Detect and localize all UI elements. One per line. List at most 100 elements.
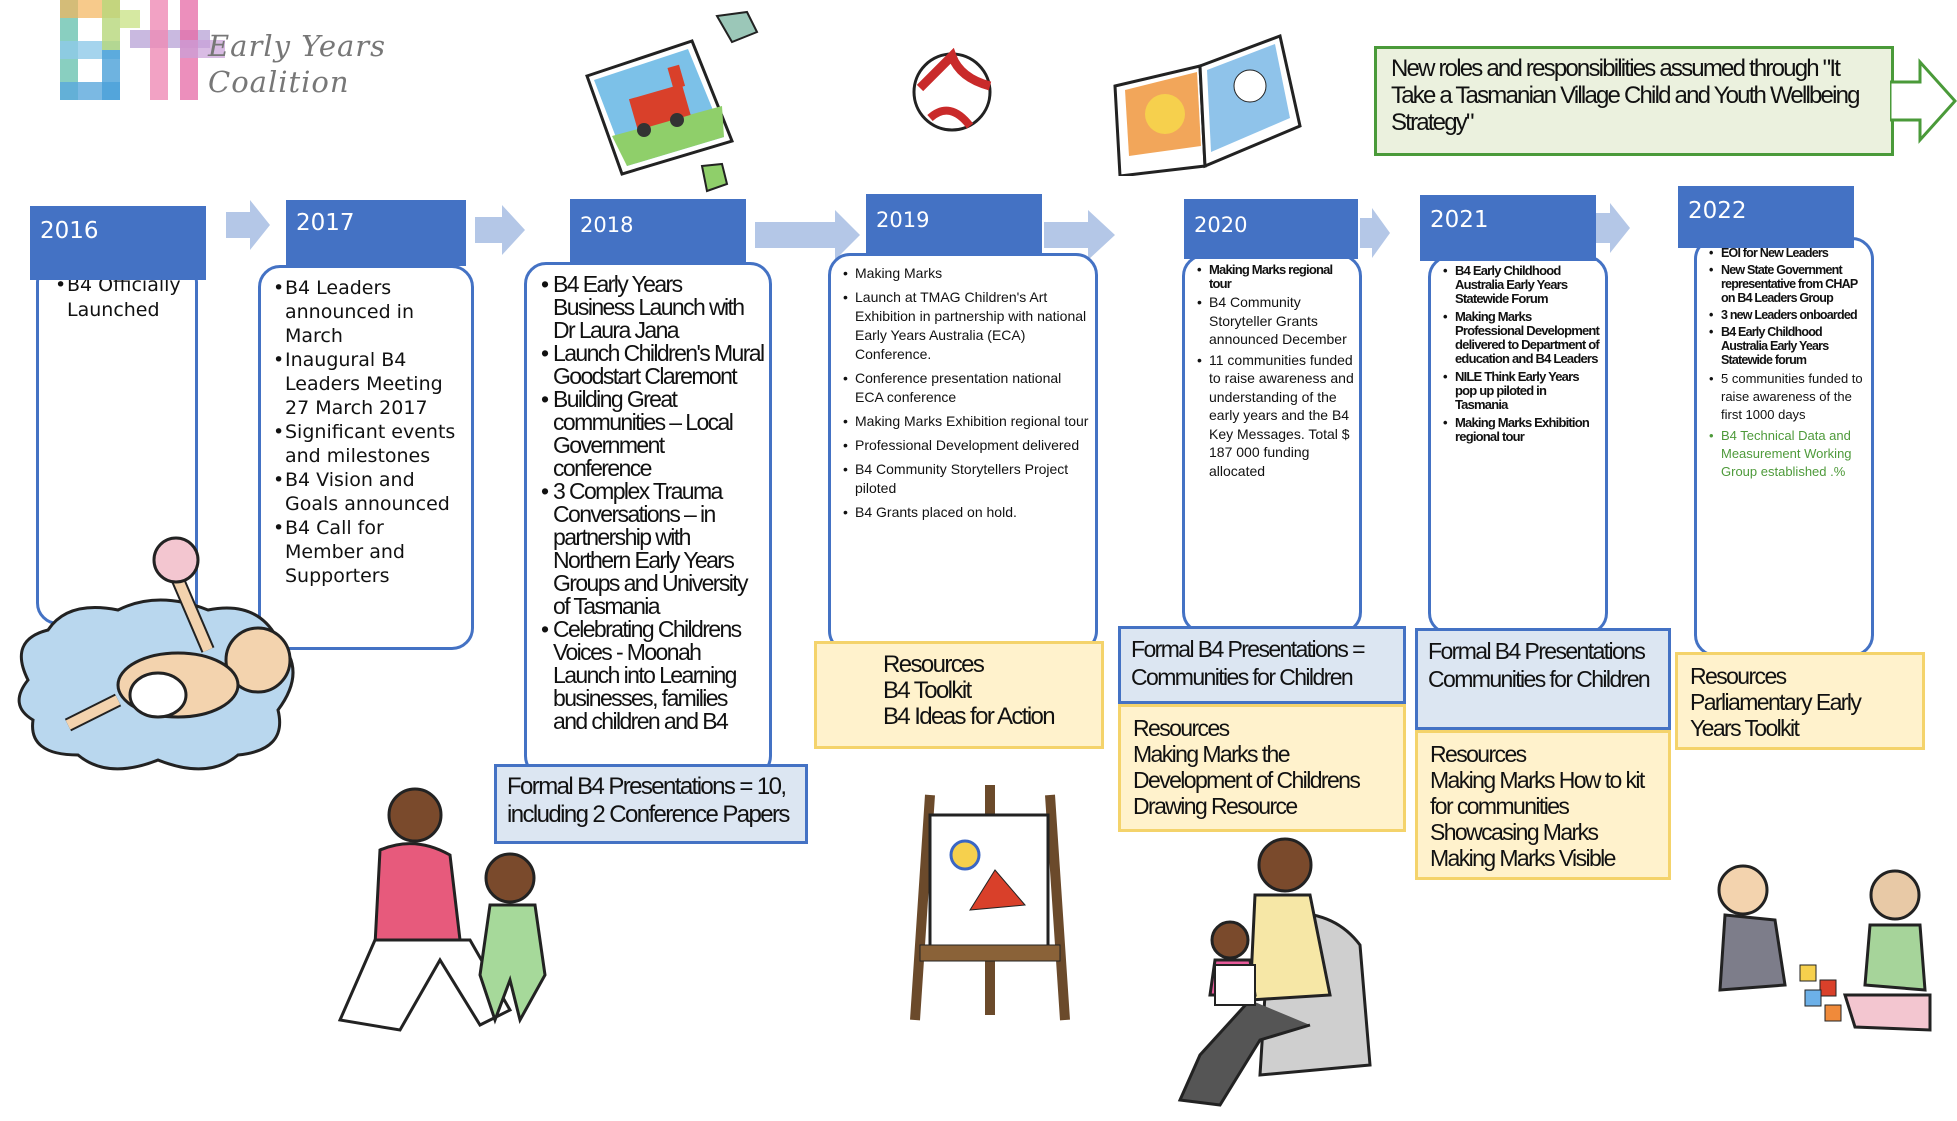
presentations-2021: Formal B4 Presentations Communities for … — [1415, 628, 1671, 730]
father-reading-illustration — [1177, 837, 1372, 1107]
year-label: 2017 — [296, 210, 355, 236]
presentations-text: Formal B4 Presentations = 10, including … — [507, 773, 790, 828]
list-item: Launch Children's Mural Goodstart Clarem… — [541, 342, 765, 388]
list-item: Launch at TMAG Children's Art Exhibition… — [843, 288, 1091, 364]
list-2017: B4 Leaders announced in March Inaugural … — [273, 276, 465, 588]
jigsaw-train-illustration — [585, 10, 759, 193]
year-label: 2018 — [580, 213, 634, 237]
list-item: Building Great communities – Local Gover… — [541, 388, 765, 480]
resources-line: B4 Ideas for Action — [883, 703, 1056, 730]
callout-text: New roles and responsibilities assumed t… — [1391, 55, 1861, 136]
list-item: B4 Early Years Business Launch with Dr L… — [541, 273, 765, 342]
resources-line: Parliamentary Early Years Toolkit — [1690, 689, 1862, 741]
list-item: NILE Think Early Years pop up piloted in… — [1443, 370, 1601, 412]
list-2022: EOI for New Leaders New State Government… — [1709, 246, 1867, 481]
logo-line-1: Early Years — [208, 29, 387, 63]
list-item: Making Marks Professional Development de… — [1443, 310, 1601, 366]
card-2021: B4 Early Childhood Australia Early Years… — [1428, 255, 1608, 635]
year-label: 2022 — [1688, 198, 1747, 224]
list-item: 11 communities funded to raise awareness… — [1197, 351, 1355, 481]
year-label: 2020 — [1194, 213, 1248, 237]
list-item: EOI for New Leaders — [1709, 246, 1867, 260]
year-label: 2016 — [40, 218, 99, 244]
baby-rattle-illustration — [17, 536, 295, 771]
list-2016: B4 Officially Launched — [55, 273, 187, 323]
year-tab-2021: 2021 — [1420, 195, 1596, 261]
card-2018: B4 Early Years Business Launch with Dr L… — [524, 262, 772, 778]
year-label: 2019 — [876, 208, 930, 232]
arrow-2016-2017 — [226, 200, 270, 250]
year-tab-2018: 2018 — [570, 199, 746, 265]
list-item: B4 Early Childhood Australia Early Years… — [1709, 325, 1867, 367]
callout-arrow — [1890, 58, 1957, 144]
list-item: B4 Grants placed on hold. — [843, 503, 1091, 522]
resources-line: Making Marks Visible — [1430, 845, 1616, 871]
arrow-2017-2018 — [475, 205, 525, 255]
resources-2020: Resources Making Marks the Development o… — [1118, 704, 1406, 832]
children-blocks-illustration — [1717, 864, 1932, 1032]
list-item: B4 Officially Launched — [55, 273, 187, 323]
resources-2019: Resources B4 Toolkit B4 Ideas for Action — [814, 641, 1104, 749]
resources-line: Showcasing Marks — [1430, 819, 1599, 845]
resources-line: Resources — [1133, 715, 1230, 741]
list-item: B4 Technical Data and Measurement Workin… — [1709, 427, 1867, 481]
list-item: Conference presentation national ECA con… — [843, 369, 1091, 407]
resources-line: Resources — [1690, 663, 1787, 689]
logo-line-2: Coalition — [208, 65, 350, 99]
list-item: Making Marks — [843, 264, 1091, 283]
card-2017: B4 Leaders announced in March Inaugural … — [258, 265, 474, 650]
year-label: 2021 — [1430, 207, 1489, 233]
card-2022: EOI for New Leaders New State Government… — [1694, 237, 1874, 657]
timeline-arrows — [226, 200, 1630, 260]
card-2019: Making Marks Launch at TMAG Children's A… — [828, 253, 1098, 653]
list-item: B4 Leaders announced in March — [273, 276, 465, 348]
list-item: B4 Community Storytellers Project pilote… — [843, 460, 1091, 498]
presentations-text: Formal B4 Presentations Communities for … — [1428, 638, 1651, 692]
b4-logo: Early Years Coalition — [60, 0, 385, 110]
list-item: B4 Call for Member and Supporters — [273, 516, 465, 588]
arrow-2018-2019 — [755, 210, 860, 260]
card-2020: Making Marks regional tour B4 Community … — [1182, 254, 1362, 634]
year-tab-2016: 2016 — [30, 206, 206, 280]
year-tab-2020: 2020 — [1184, 199, 1358, 259]
year-tab-2022: 2022 — [1678, 186, 1854, 248]
resources-line: Making Marks the Development of Children… — [1133, 741, 1361, 819]
list-item: Inaugural B4 Leaders Meeting 27 March 20… — [273, 348, 465, 420]
resources-2022: Resources Parliamentary Early Years Tool… — [1675, 652, 1925, 750]
resources-2021: Resources Making Marks How to kit for co… — [1415, 730, 1671, 880]
list-item: New State Government representative from… — [1709, 263, 1867, 305]
resources-line: B4 Toolkit — [883, 677, 972, 704]
year-tab-2019: 2019 — [866, 194, 1042, 256]
year-tab-2017: 2017 — [286, 200, 466, 266]
arrow-2019-2020 — [1044, 210, 1115, 260]
list-item: Making Marks regional tour — [1197, 263, 1355, 291]
arrow-2021-2022 — [1596, 203, 1630, 253]
mother-toddler-illustration — [337, 787, 547, 1032]
ball-illustration — [912, 48, 992, 132]
easel-painting-illustration — [910, 785, 1070, 1021]
list-item: B4 Vision and Goals announced — [273, 468, 465, 516]
presentations-2020: Formal B4 Presentations = Communities fo… — [1118, 626, 1406, 704]
arrow-2020-2021 — [1360, 208, 1390, 258]
resources-line: Resources — [1430, 741, 1527, 767]
list-2020: Making Marks regional tour B4 Community … — [1197, 263, 1355, 480]
list-item: 3 new Leaders onboarded — [1709, 308, 1867, 322]
picture-book-illustration — [1113, 33, 1302, 176]
list-item: Making Marks Exhibition regional tour — [843, 412, 1091, 431]
list-item: B4 Early Childhood Australia Early Years… — [1443, 264, 1601, 306]
list-2019: Making Marks Launch at TMAG Children's A… — [843, 264, 1091, 522]
list-item: Significant events and milestones — [273, 420, 465, 468]
list-item: 5 communities funded to raise awareness … — [1709, 370, 1867, 424]
b4-logo-mark — [60, 0, 225, 100]
list-item: B4 Community Storyteller Grants announce… — [1197, 293, 1355, 349]
presentations-text: Formal B4 Presentations = Communities fo… — [1131, 636, 1366, 690]
resources-line: Making Marks How to kit for communities — [1430, 767, 1645, 819]
presentations-2018: Formal B4 Presentations = 10, including … — [494, 764, 808, 844]
list-2021: B4 Early Childhood Australia Early Years… — [1443, 264, 1601, 444]
list-item: Celebrating Childrens Voices - Moonah La… — [541, 618, 765, 733]
list-2018: B4 Early Years Business Launch with Dr L… — [541, 273, 765, 733]
resources-line: Resources — [883, 651, 985, 678]
list-item: 3 Complex Trauma Conversations – in part… — [541, 480, 765, 618]
callout-box: New roles and responsibilities assumed t… — [1374, 46, 1894, 156]
list-item: Making Marks Exhibition regional tour — [1443, 416, 1601, 444]
